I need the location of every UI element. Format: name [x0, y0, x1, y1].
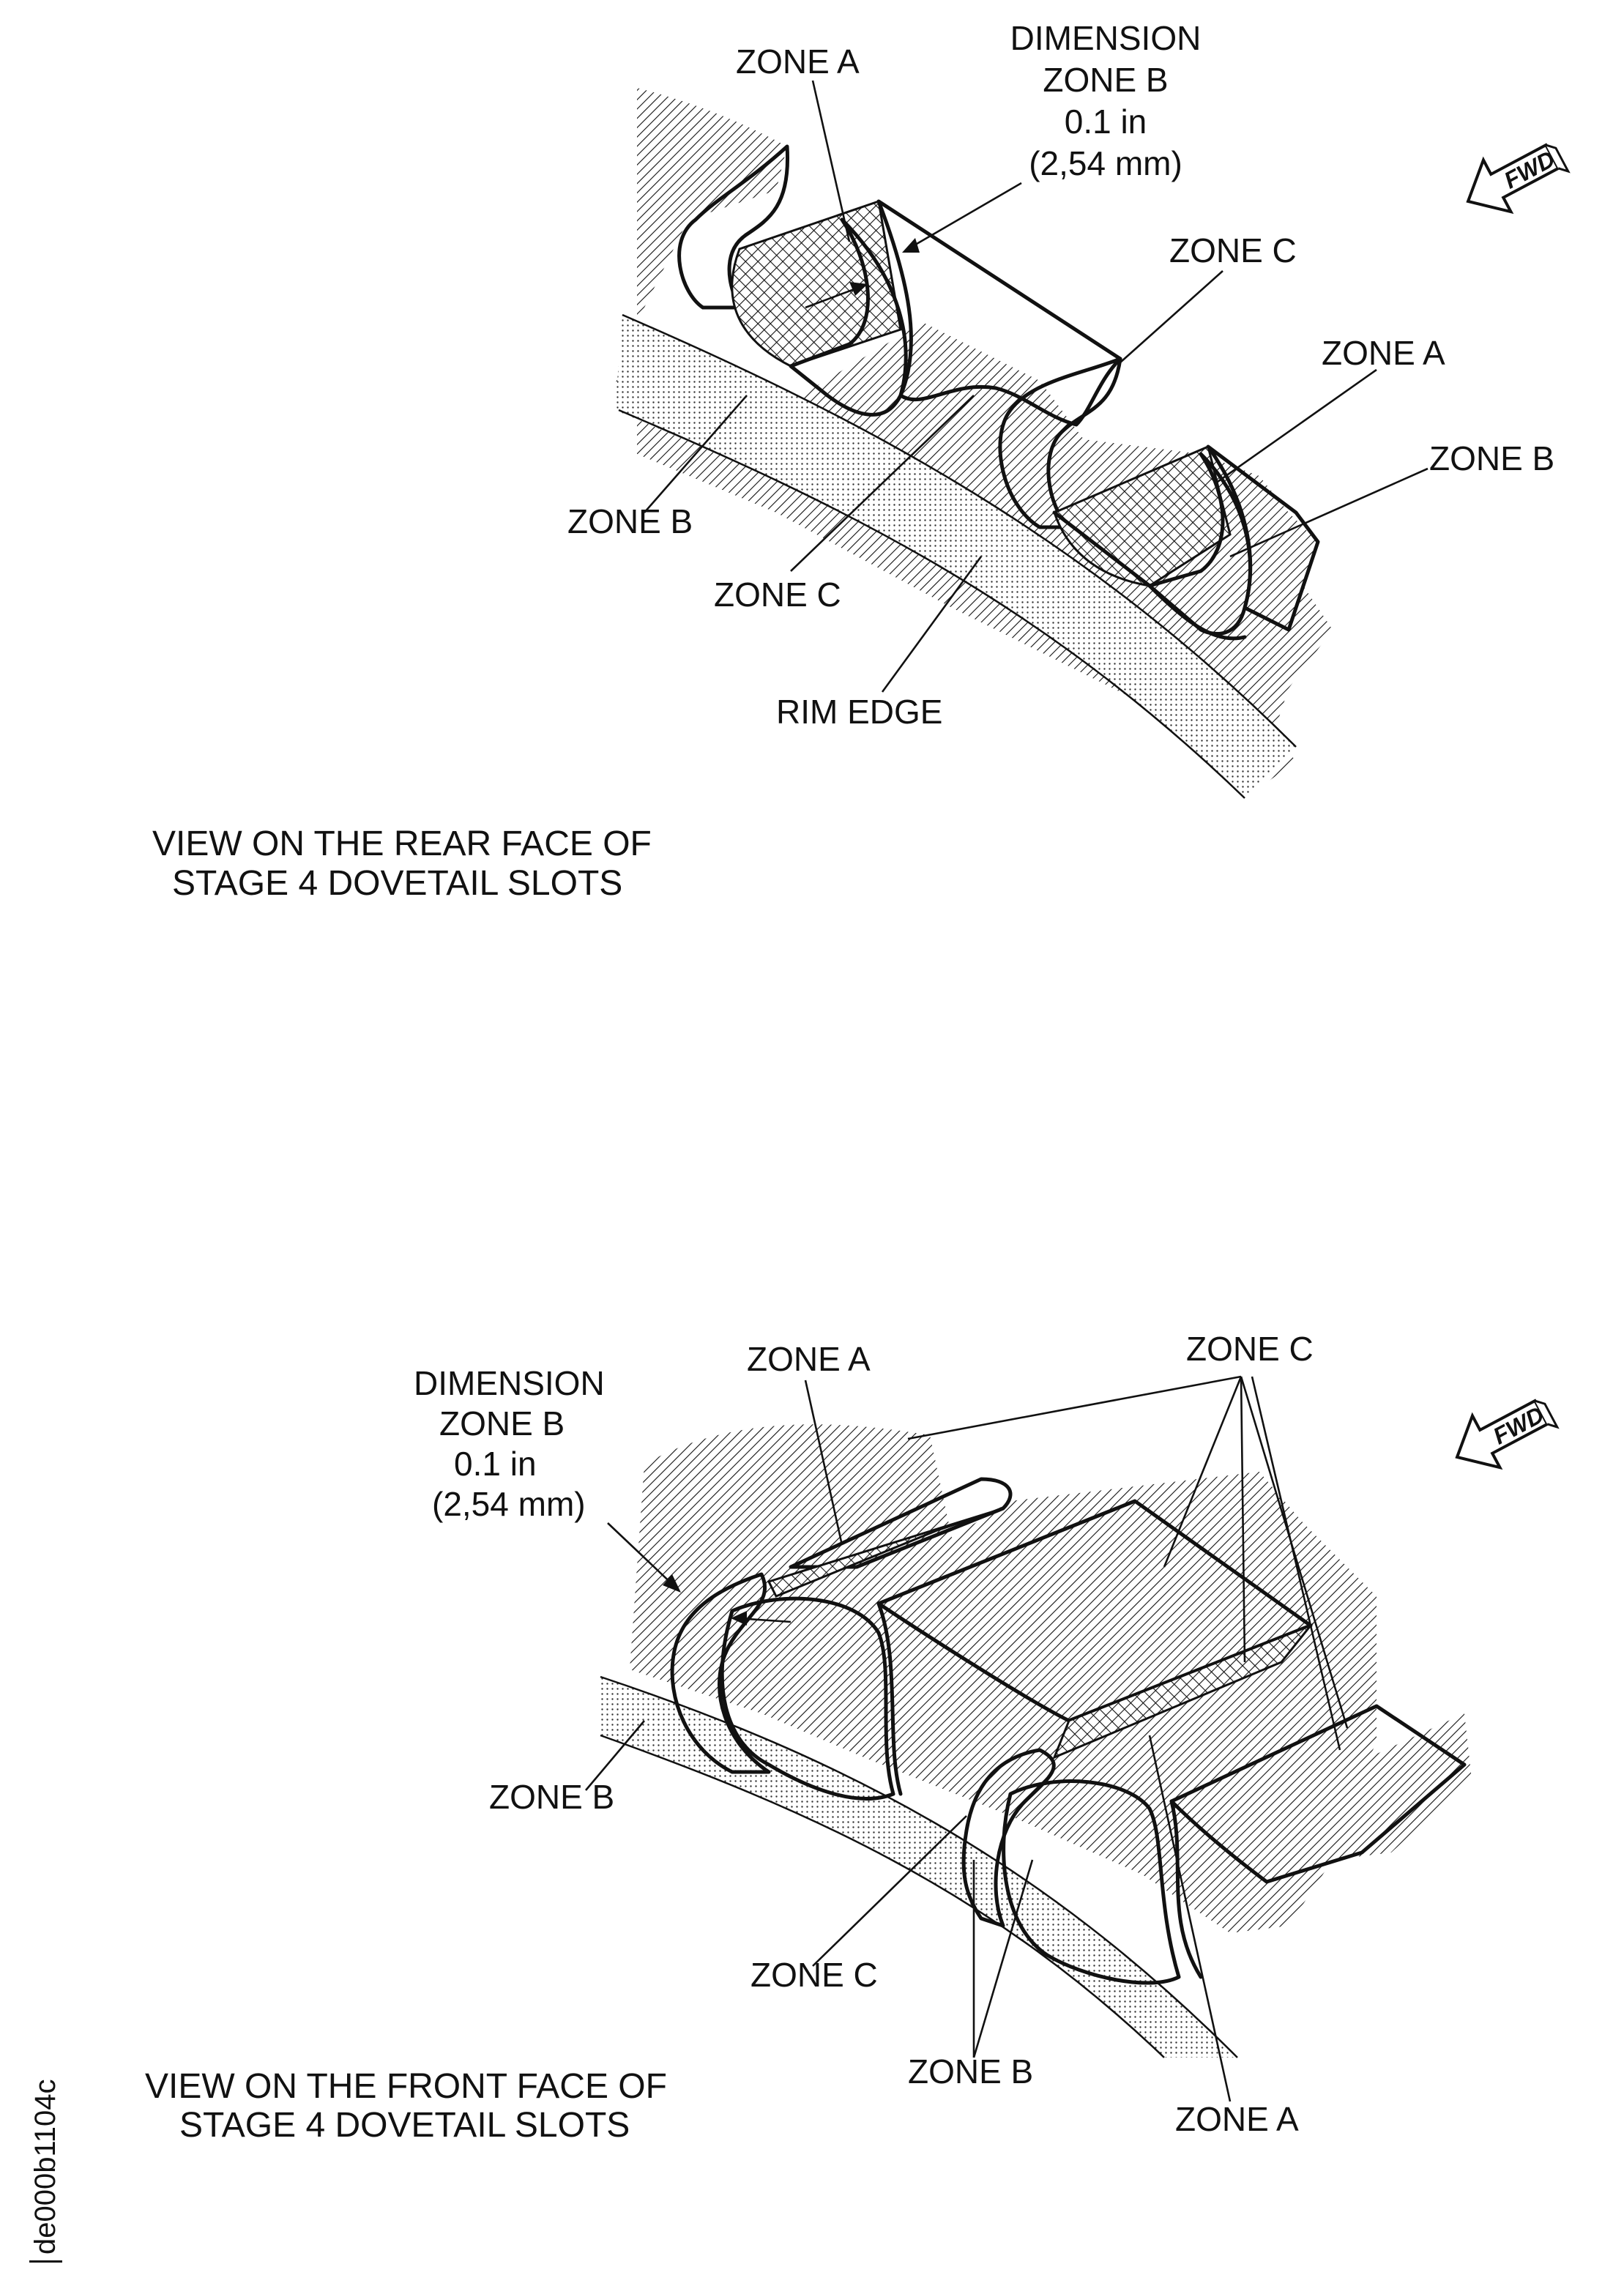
label-dimension-value-mm: (2,54 mm) [1029, 144, 1182, 182]
label-zone-c: ZONE C [714, 576, 841, 614]
front-slot-1-flank [670, 1572, 771, 1774]
front-caption-line-2: STAGE 4 DOVETAIL SLOTS [179, 2106, 630, 2145]
front-face-labels: DIMENSION ZONE B 0.1 in (2,54 mm) ZONE A… [145, 1330, 1560, 2145]
rear-slot-1-flank [677, 144, 790, 310]
document-id: de000b1104c [29, 2079, 62, 2263]
rear-leader-lines [644, 80, 1429, 693]
label-zone-c: ZONE C [1186, 1330, 1314, 1368]
label-zone-b: ZONE B [1429, 439, 1554, 477]
fwd-arrow-icon: FWD [1466, 143, 1571, 215]
label-zone-c: ZONE C [1169, 231, 1297, 269]
rear-face-view [615, 88, 1333, 799]
front-slot-2-flank [961, 1748, 1056, 1928]
label-rim-edge: RIM EDGE [776, 693, 942, 731]
label-dimension-value-in: 0.1 in [454, 1445, 537, 1483]
label-zone-b: ZONE B [567, 502, 693, 540]
label-dimension-zone: ZONE B [439, 1404, 565, 1442]
front-land-1-zone-a [767, 1507, 1004, 1598]
rear-caption-line-1: VIEW ON THE REAR FACE OF [152, 824, 652, 863]
label-zone-c: ZONE C [750, 1956, 878, 1994]
rear-caption-line-2: STAGE 4 DOVETAIL SLOTS [172, 864, 622, 903]
front-caption-line-1: VIEW ON THE FRONT FACE OF [145, 2067, 667, 2106]
front-land-3 [1169, 1704, 1467, 1884]
label-zone-a: ZONE A [1322, 334, 1445, 372]
front-leader-lines [585, 1375, 1349, 2102]
front-slot-1-groove [720, 1596, 895, 1801]
label-zone-b: ZONE B [489, 1778, 614, 1816]
fwd-arrow-icon: FWD [1455, 1399, 1560, 1470]
label-dimension-value-mm: (2,54 mm) [432, 1485, 586, 1523]
rear-face-labels: ZONE A DIMENSION ZONE B 0.1 in (2,54 mm)… [152, 19, 1571, 903]
front-face-view [600, 1424, 1472, 2058]
rear-slot-1-hook [998, 357, 1122, 529]
front-disk-body [630, 1424, 1472, 1933]
label-dimension-value-in: 0.1 in [1065, 103, 1147, 141]
rear-slot-1-land [876, 199, 1122, 427]
front-land-1 [789, 1477, 1013, 1569]
label-zone-a: ZONE A [1175, 2100, 1299, 2138]
label-zone-a: ZONE A [736, 42, 860, 81]
label-dimension-zone: ZONE B [1043, 61, 1168, 99]
label-zone-b: ZONE B [908, 2052, 1033, 2090]
rear-slot-1-groove [789, 217, 908, 417]
label-zone-a: ZONE A [747, 1340, 871, 1378]
front-land-2-zone-a [1052, 1623, 1314, 1760]
label-dimension-title: DIMENSION [1010, 19, 1202, 57]
front-slot-2-groove [1002, 1779, 1181, 1985]
rear-rim-band [615, 315, 1296, 798]
label-dimension-title: DIMENSION [414, 1364, 605, 1402]
